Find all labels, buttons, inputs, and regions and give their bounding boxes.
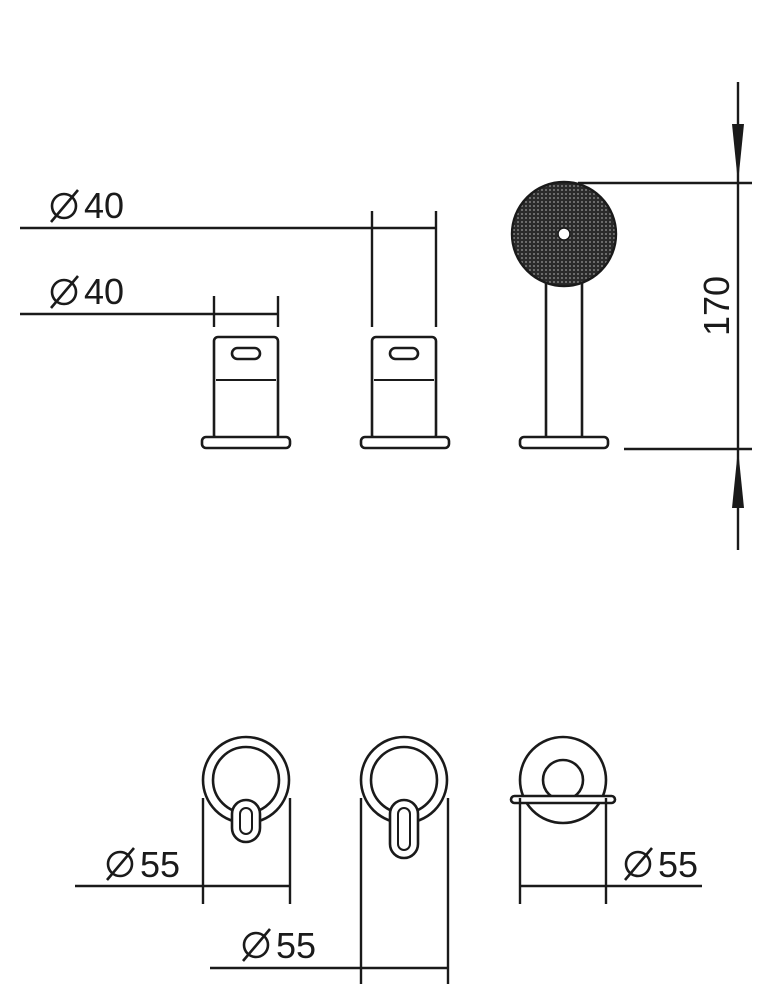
dimension-bottom-middle: 55 xyxy=(210,798,450,984)
dimension-label-bottom-middle: 55 xyxy=(276,925,316,966)
dimension-label-bottom-left: 55 xyxy=(140,844,180,885)
arrow-up-icon xyxy=(732,449,744,508)
diameter-symbol-icon xyxy=(50,189,79,223)
diameter-symbol-icon xyxy=(50,275,79,309)
left-mixer-elevation xyxy=(200,335,292,450)
diameter-symbol-icon xyxy=(106,847,135,881)
dimension-bottom-left: 55 xyxy=(75,798,292,904)
dimension-bottom-right: 55 xyxy=(518,798,702,904)
dimension-label-height: 170 xyxy=(696,276,737,336)
dimension-label-lower: 40 xyxy=(84,271,124,312)
plan-view: 55 55 55 xyxy=(75,735,702,984)
dimension-lower: 40 xyxy=(20,271,280,327)
hand-shower-plan xyxy=(509,735,617,825)
dimension-label-upper: 40 xyxy=(84,185,124,226)
dimension-height: 170 xyxy=(578,82,752,550)
hand-shower-elevation xyxy=(510,180,618,450)
shower-head-center xyxy=(557,227,571,241)
diameter-symbol-icon xyxy=(624,847,653,881)
left-mixer-plan xyxy=(201,735,291,844)
dimension-upper: 40 xyxy=(20,185,438,327)
middle-mixer-plan xyxy=(359,735,449,860)
elevation-view: 40 40 170 xyxy=(20,82,752,550)
arrow-down-icon xyxy=(732,124,744,183)
diameter-symbol-icon xyxy=(242,928,271,962)
middle-mixer-elevation xyxy=(359,335,451,450)
dimension-label-bottom-right: 55 xyxy=(658,844,698,885)
